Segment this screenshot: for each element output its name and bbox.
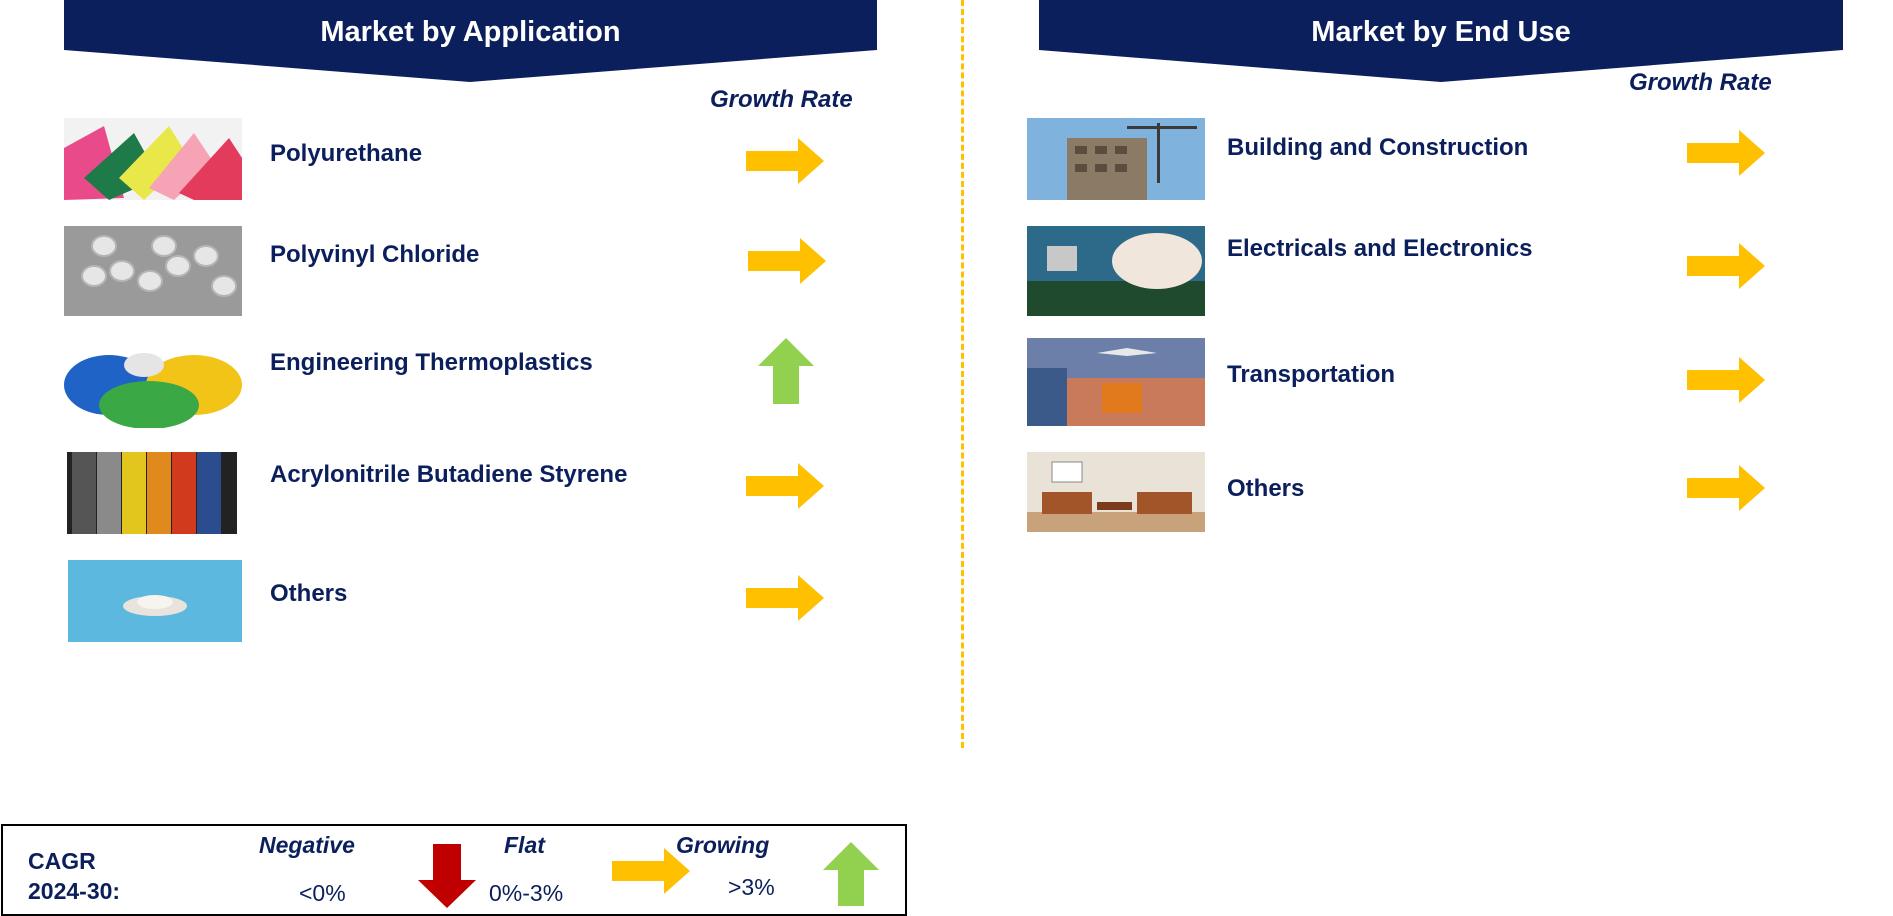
growing-arrow-icon (758, 338, 814, 409)
engineering-thermoplastics-image (64, 340, 242, 428)
application-item-label: Polyurethane (270, 140, 423, 167)
growing-label: Growing (676, 832, 770, 858)
building-construction-image (1027, 118, 1205, 200)
end-use-item-label: Electricals and Electronics (1227, 235, 1533, 262)
flat-range: 0%-3% (489, 880, 564, 906)
cagr-label: CAGR (28, 848, 96, 874)
flat-arrow-icon (746, 575, 824, 626)
flat-arrow-icon (748, 238, 826, 289)
growing-range: >3% (728, 874, 775, 900)
negative-arrow-icon (418, 844, 476, 913)
transportation-image (1027, 338, 1205, 426)
application-item-label: Engineering Thermoplastics (270, 349, 593, 376)
cagr-period: 2024-30: (28, 878, 121, 904)
end-use-banner: Market by End Use (1039, 0, 1843, 82)
flat-arrow-icon (1687, 130, 1765, 181)
flat-label: Flat (504, 832, 545, 858)
application-item-label: Acrylonitrile Butadiene Styrene (270, 461, 628, 488)
end-use-growth-header: Growth Rate (1629, 69, 1772, 96)
flat-arrow-icon (1687, 357, 1765, 408)
flat-arrow-icon (1687, 465, 1765, 516)
abs-filament-image (67, 452, 237, 534)
application-title: Market by Application (320, 16, 621, 48)
panel-divider (961, 0, 964, 748)
end-use-item-label: Building and Construction (1227, 134, 1529, 161)
flat-arrow-icon (612, 848, 690, 899)
application-item-label: Polyvinyl Chloride (270, 241, 480, 268)
negative-label: Negative (259, 832, 355, 858)
application-banner: Market by Application (64, 0, 877, 82)
others-end-use-image (1027, 452, 1205, 532)
application-growth-header: Growth Rate (710, 86, 853, 113)
polyurethane-image (64, 118, 242, 200)
end-use-item-label: Others (1227, 475, 1305, 502)
growing-arrow-icon (823, 842, 879, 911)
negative-range: <0% (299, 880, 346, 906)
end-use-item-label: Transportation (1227, 361, 1396, 388)
cagr-legend: CAGR 2024-30: Negative <0% Flat 0%-3% Gr… (1, 824, 907, 916)
application-item-label: Others (270, 580, 348, 607)
flat-arrow-icon (1687, 243, 1765, 294)
others-application-image (68, 560, 242, 642)
end-use-title: Market by End Use (1311, 16, 1571, 48)
flat-arrow-icon (746, 463, 824, 514)
polyvinyl-chloride-image (64, 226, 242, 316)
flat-arrow-icon (746, 138, 824, 189)
electricals-electronics-image (1027, 226, 1205, 316)
